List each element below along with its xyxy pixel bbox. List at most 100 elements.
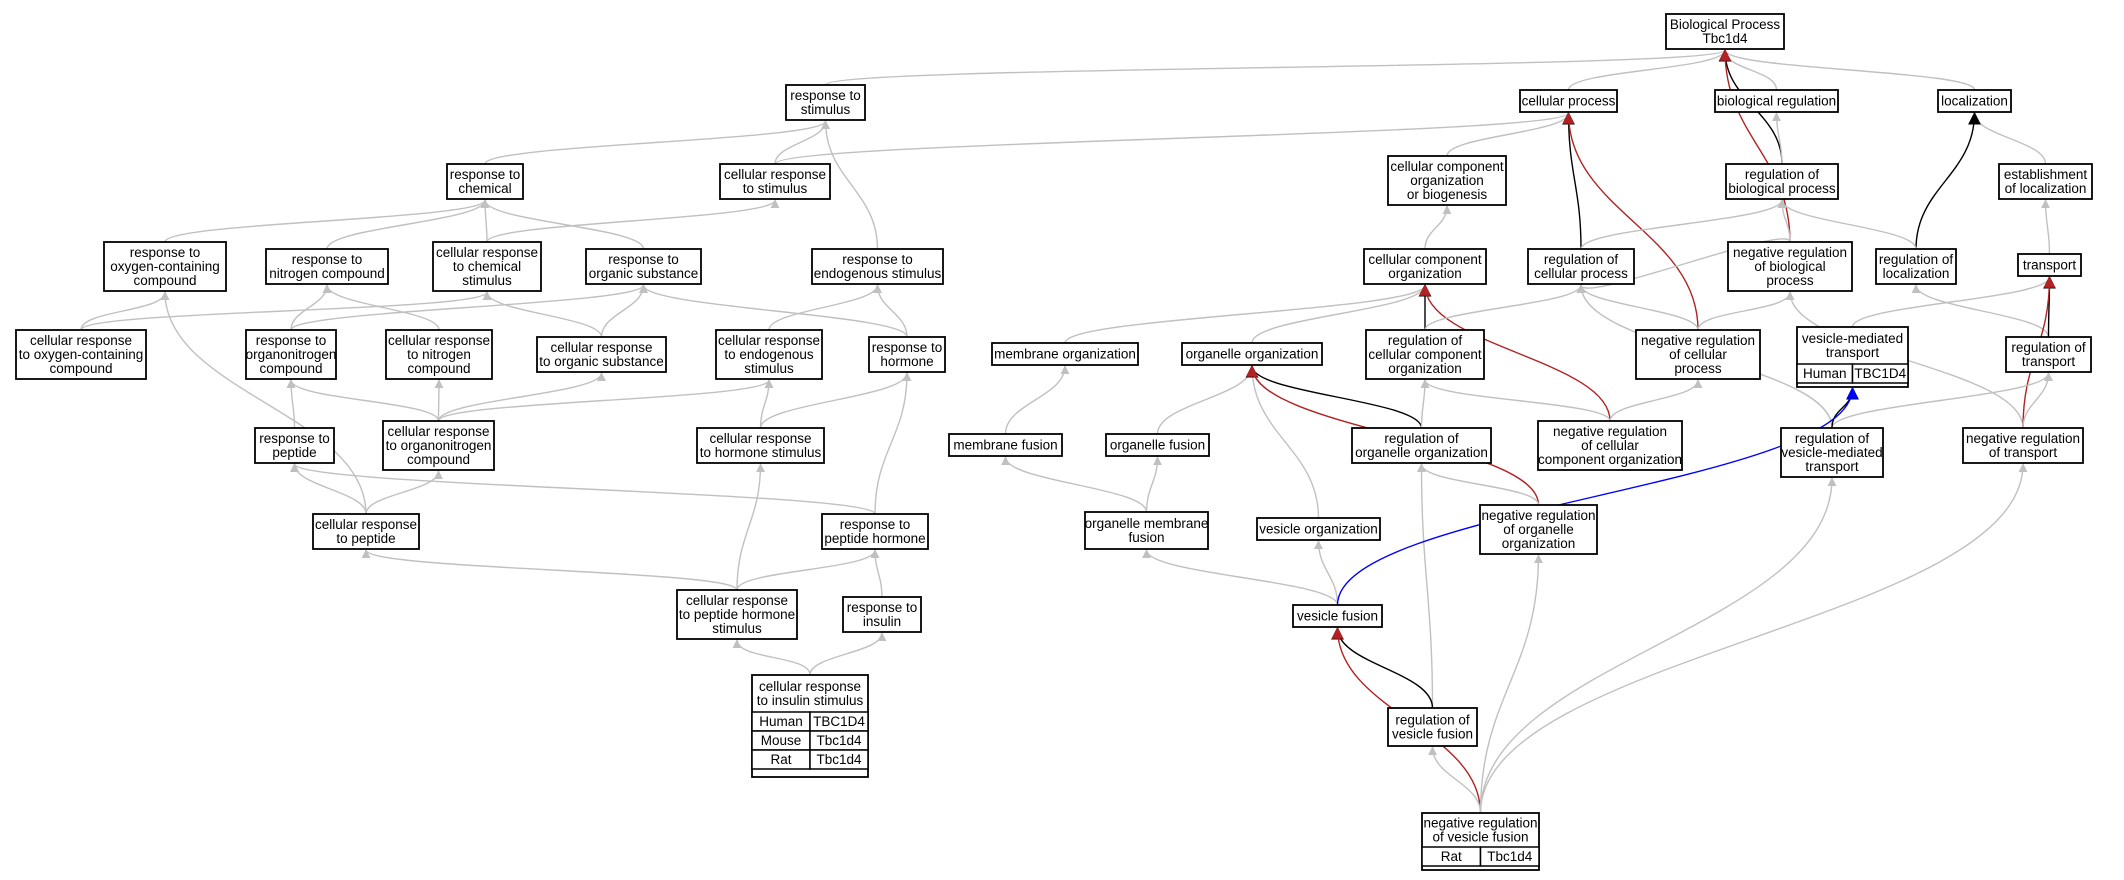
node-nrocp-label-line: process [1674,361,1722,376]
node-rtc-box [446,163,524,200]
ortholog-gene: Tbc1d4 [1487,849,1533,864]
edge-cco-to-ccob [1424,205,1452,250]
node-nrbp-label-line: negative regulation [1733,245,1847,260]
node-rth-box [868,336,946,373]
node-memorg[interactable]: membrane organization [991,342,1139,366]
node-crtis-label-line: cellular response [759,679,861,694]
node-rtph-box [821,513,929,550]
node-vmt-label-line: transport [1826,345,1880,360]
node-rtnc-label-line: nitrogen compound [269,266,385,281]
node-orgorg-box [1181,342,1323,366]
node-nrccco-label-line: component organization [1538,452,1682,467]
node-rccco-label-line: regulation of [1388,333,1463,348]
node-bioreg[interactable]: biological regulation [1714,89,1839,113]
node-crtphs-label-line: to peptide hormone [679,607,795,622]
edge-cp-to-bp [1567,49,1730,91]
node-rol-label-line: localization [1883,266,1950,281]
node-loc[interactable]: localization [1937,89,2012,113]
node-rtes-label-line: endogenous stimulus [814,266,942,281]
node-crths-label-line: cellular response [709,431,811,446]
edge-crts-to-cp [774,112,1573,165]
node-rth-label-line: hormone [880,354,933,369]
node-nrccco-label-line: negative regulation [1553,424,1667,439]
ortholog-gene-cell [809,749,869,770]
node-rtc-label-line: chemical [458,181,511,196]
node-crts-label-line: cellular response [724,167,826,182]
node-crtonc-label-line: to organonitrogen [386,438,492,453]
node-orgfus[interactable]: organelle fusion [1105,433,1210,457]
node-nrbp-label-line: process [1766,273,1814,288]
node-memfus[interactable]: membrane fusion [948,433,1063,457]
node-rot-label-line: transport [2022,354,2076,369]
node-nroo-label-line: of organelle [1503,522,1574,537]
node-rol-box [1875,248,1957,285]
edge-crtes-to-rtes [768,284,882,331]
node-rtocc-box [103,241,227,292]
edge-nroo-to-roo [1417,463,1540,506]
edge-crtnc-to-rtnc [322,284,440,331]
node-rol-label-line: regulation of [1879,252,1954,267]
node-omf-label-line: organelle membrane [1085,516,1209,531]
node-orgorg[interactable]: organelle organization [1181,342,1323,366]
edge-vf-to-vo [1314,540,1339,606]
edge-crths-to-rth [759,372,912,429]
node-transport-box [2017,253,2082,277]
node-vo[interactable]: vesicle organization [1256,517,1381,541]
node-crtcs-box [432,241,542,292]
node-roo-label-line: regulation of [1384,431,1459,446]
edge-crtp-to-rtp [290,463,367,515]
edge-rvf-to-vf [1331,626,1434,709]
node-crts-box [719,163,831,200]
node-transport[interactable]: transport [2017,253,2082,277]
edge-rtph-to-rth [874,372,912,515]
edge-rtes-to-rts [821,120,879,250]
edge-rvmt-to-rot [1831,372,2053,429]
node-vf[interactable]: vesicle fusion [1292,604,1383,628]
node-cp[interactable]: cellular process [1519,89,1618,113]
node-loc-box [1937,89,2012,113]
edge-rvmt-to-vmt [1831,386,1859,429]
